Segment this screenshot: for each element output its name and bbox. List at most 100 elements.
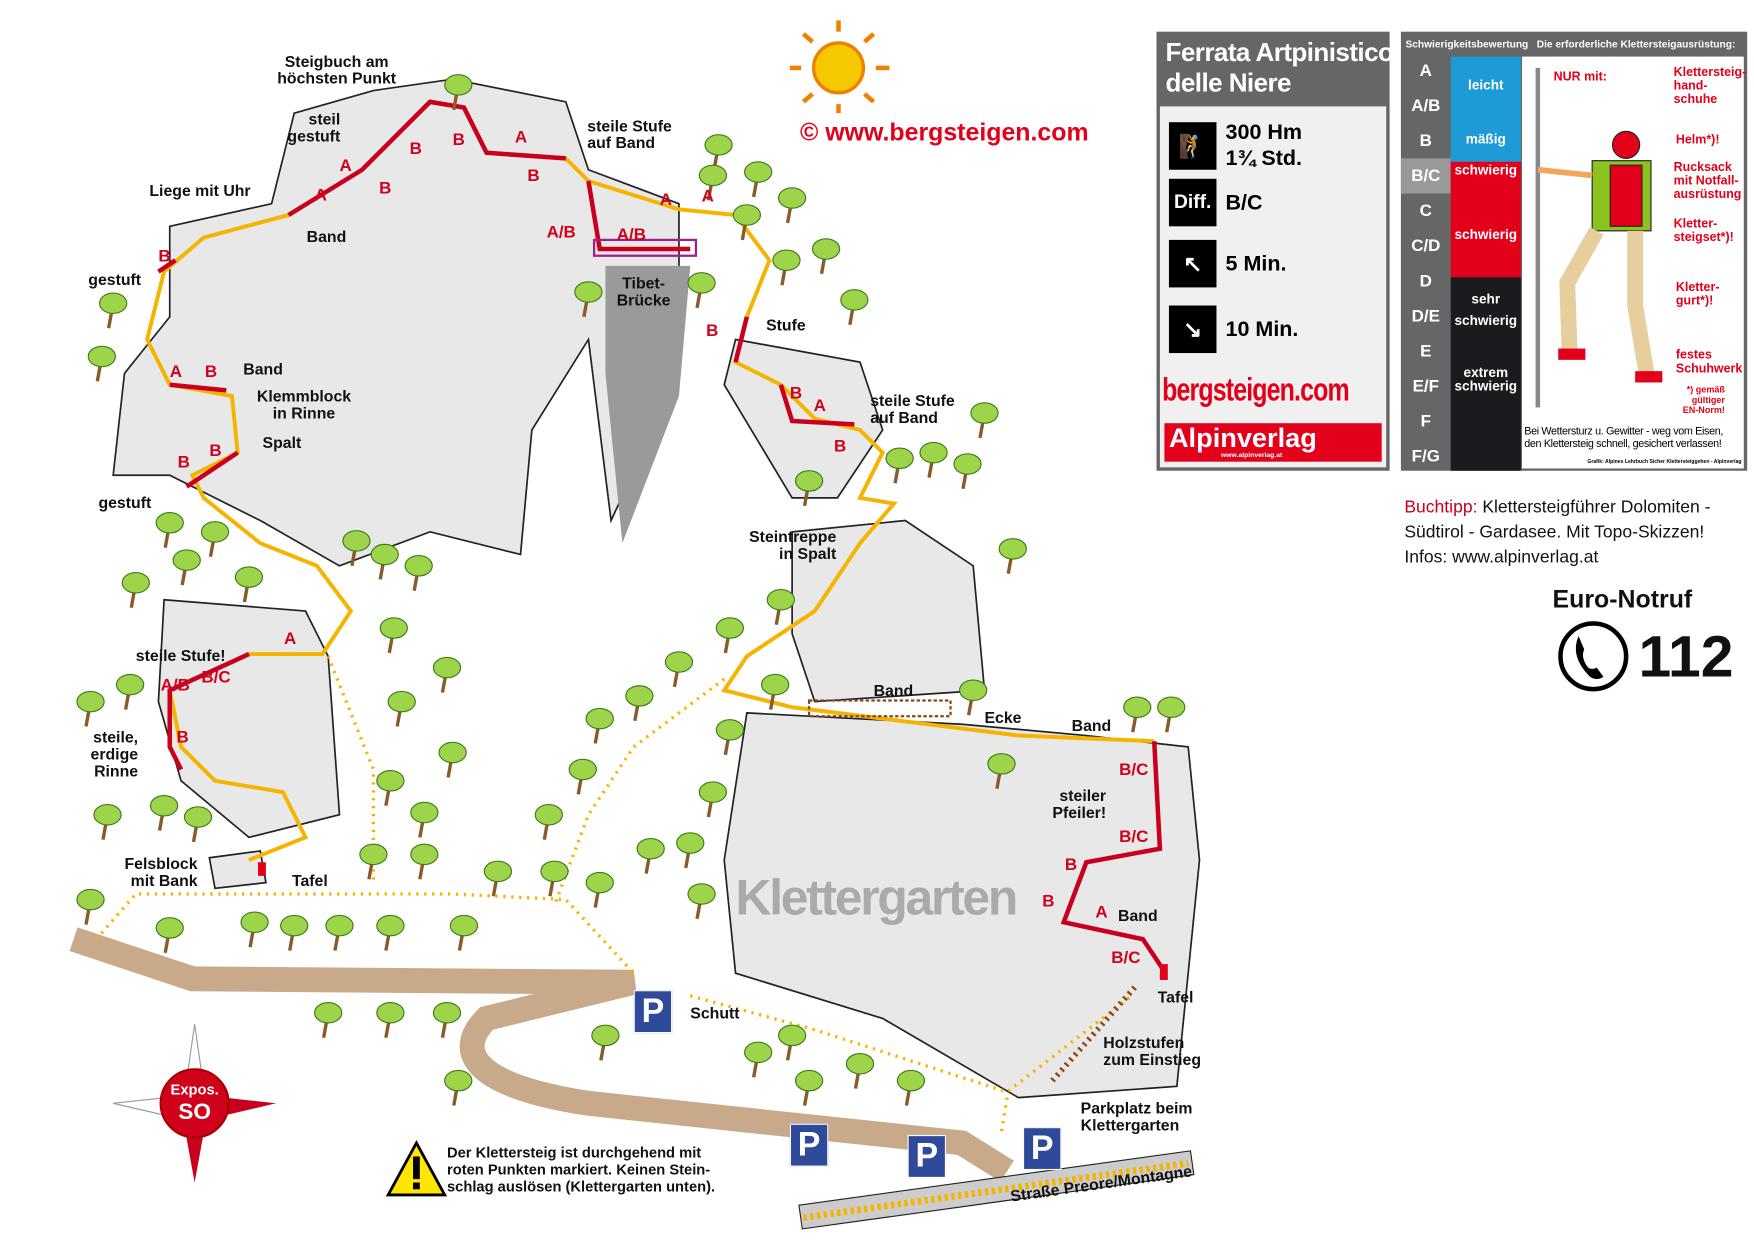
grade-marker: B xyxy=(833,436,847,457)
book-tip-label: Buchtipp: xyxy=(1404,497,1478,518)
tree-icon xyxy=(432,656,462,693)
grade-marker: B/C xyxy=(1111,948,1141,968)
grade-marker: B xyxy=(379,178,392,199)
hiker-down-icon: ↘ xyxy=(1168,305,1217,354)
tree-icon xyxy=(761,673,790,710)
grade-marker: A xyxy=(701,186,714,206)
website-link[interactable]: © www.bergsteigen.com xyxy=(800,117,1089,146)
grade-marker: B xyxy=(789,383,803,403)
grade-marker: B xyxy=(409,139,422,159)
grade-marker: A xyxy=(314,185,327,205)
label-parkplatz: Parkplatz beim Klettergarten xyxy=(1080,1098,1193,1134)
grade-marker: A xyxy=(514,127,528,148)
equipment-intro: NUR mit: xyxy=(1553,70,1607,84)
equipment-header: Die erforderliche Klettersteigausrüstung… xyxy=(1536,38,1736,50)
bergsteigen-logo[interactable]: bergsteigen.com xyxy=(1162,372,1350,409)
tree-icon xyxy=(840,289,869,326)
ascent-time: 300 Hm 1¾ Std. xyxy=(1225,121,1303,171)
tree-icon xyxy=(591,1024,620,1061)
tree-icon xyxy=(625,685,654,722)
band-schwierig: schwierig xyxy=(1454,226,1518,243)
tree-icon xyxy=(970,402,999,439)
label-gestuft: gestuft xyxy=(98,493,152,512)
grade-marker: A xyxy=(339,156,352,176)
label-holzstufen: Holzstufen zum Einstieg xyxy=(1103,1033,1202,1069)
tree-icon xyxy=(449,914,479,951)
alpinverlag-logo[interactable]: Alpinverlag www.alpinverlag.at xyxy=(1164,423,1382,462)
graphic-credit: Grafik: Alpines Lehrbuch Sicher Kletters… xyxy=(1587,458,1742,464)
tree-icon xyxy=(777,1024,807,1061)
compass-exposure-label: Expos. xyxy=(170,1080,219,1098)
label-spalt: Spalt xyxy=(262,433,302,452)
grade-marker: B/C xyxy=(1119,760,1149,780)
parking-sign: P xyxy=(1022,1127,1062,1171)
band-maessig: mäßig xyxy=(1465,131,1506,148)
grade-marker: B/C xyxy=(201,667,231,687)
tree-icon xyxy=(444,1069,473,1106)
difficulty-scale-panel: Schwierigkeitsbewertung Die erforderlich… xyxy=(1400,31,1748,471)
tree-icon xyxy=(676,832,705,869)
tree-icon xyxy=(534,804,563,840)
equipment-gloves: Klettersteig- hand- schuhe xyxy=(1673,65,1747,107)
label-klemmblock: Klemmblock in Rinne xyxy=(256,387,352,423)
tree-icon xyxy=(959,679,988,716)
band-schwierig: schwierig xyxy=(1454,161,1518,178)
grade-marker: B xyxy=(452,130,465,150)
tree-icon xyxy=(998,538,1027,575)
tree-icon xyxy=(687,272,716,309)
tree-icon xyxy=(325,914,354,951)
difficulty-icon: Diff. xyxy=(1168,178,1217,227)
label-steiler-pfeiler: steiler Pfeiler! xyxy=(1052,786,1107,822)
grade-marker: B xyxy=(177,452,190,472)
grade-level: C xyxy=(1419,201,1432,221)
tree-icon xyxy=(410,843,439,880)
grade-marker: A/B xyxy=(546,222,576,243)
grade-marker: B xyxy=(1064,855,1078,875)
grade-level: C/D xyxy=(1411,236,1441,256)
grade-marker: A xyxy=(284,629,297,649)
label-steigbuch: Steigbuch am höchsten Punkt xyxy=(277,52,397,88)
grade-marker: A xyxy=(169,362,183,382)
scale-header: Schwierigkeitsbewertung xyxy=(1405,38,1529,50)
tree-icon xyxy=(885,447,914,484)
band-sehr-schwierig: sehr schwierig xyxy=(1454,290,1518,329)
tree-icon xyxy=(811,238,841,275)
tree-icon xyxy=(715,719,745,756)
tree-icon xyxy=(410,801,439,838)
tree-icon xyxy=(155,512,184,548)
label-steile-stufe-band: steile Stufe auf Band xyxy=(587,116,672,152)
tree-icon xyxy=(376,914,405,951)
label-band: Band xyxy=(243,359,283,378)
tibet-bridge xyxy=(592,238,698,257)
grade-marker: B xyxy=(1042,891,1055,911)
tree-icon xyxy=(540,860,569,897)
tree-icon xyxy=(896,1069,926,1106)
tree-icon xyxy=(376,1002,405,1038)
tree-icon xyxy=(376,770,405,807)
tree-icon xyxy=(794,1069,824,1106)
tree-icon xyxy=(744,1041,773,1078)
grade-level: B xyxy=(1419,131,1432,151)
tree-icon xyxy=(919,441,948,478)
book-tip-text: Klettersteigführer Dolomiten - Südtirol … xyxy=(1404,497,1711,567)
label-erdige-rinne: steile, erdige Rinne xyxy=(90,727,139,780)
info-board xyxy=(258,862,266,876)
tree-icon xyxy=(121,572,150,608)
grade-marker: A/B xyxy=(160,675,190,695)
grade-marker: A xyxy=(659,190,672,210)
emergency-number[interactable]: 112 xyxy=(1638,624,1734,691)
grade-marker: B xyxy=(209,441,222,461)
grade-marker: B xyxy=(527,166,540,186)
tree-icon xyxy=(794,470,824,507)
difficulty-value: B/C xyxy=(1225,190,1263,215)
book-tip[interactable]: Buchtipp: Klettersteigführer Dolomiten -… xyxy=(1404,496,1710,571)
tree-icon xyxy=(76,690,105,727)
tree-icon xyxy=(585,707,614,744)
tree-icon xyxy=(585,871,614,908)
tree-icon xyxy=(574,281,603,318)
tree-icon xyxy=(687,883,716,920)
label-tibet-bruecke: Tibet- Brücke xyxy=(616,273,671,309)
tree-icon xyxy=(172,549,201,586)
grade-marker: B/C xyxy=(1119,827,1149,847)
